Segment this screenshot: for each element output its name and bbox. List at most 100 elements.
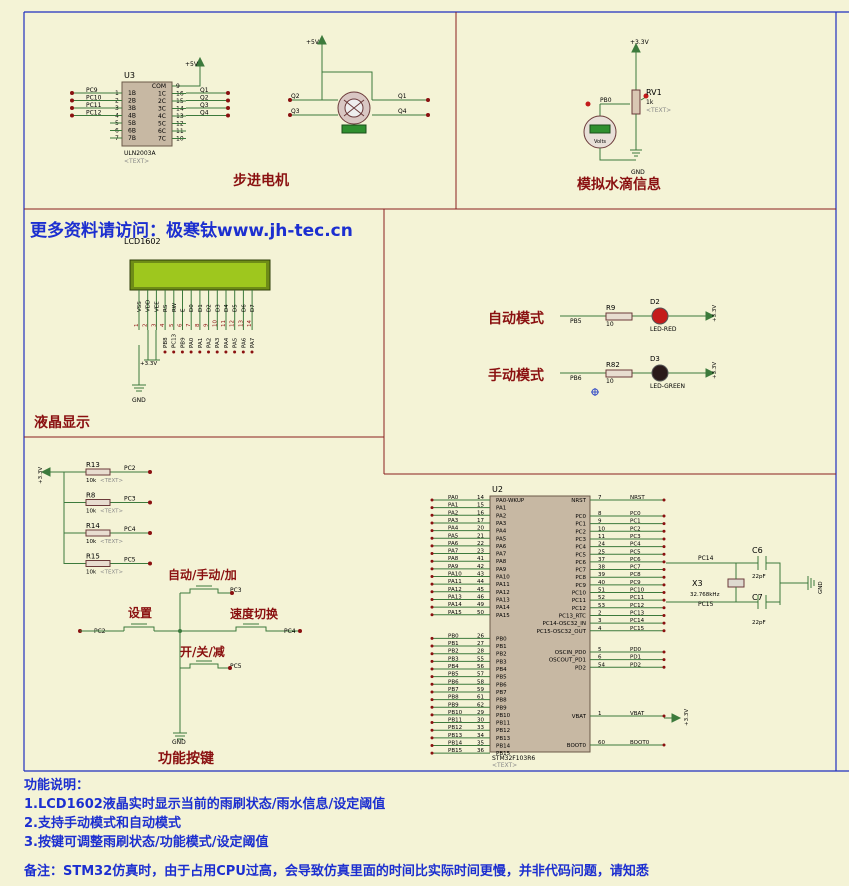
mcu-right-dot-PC15	[662, 629, 666, 633]
mcu-left-num-PA14: 49	[477, 602, 484, 608]
mcu-right-net-PC8: PC8	[630, 572, 641, 578]
mcu-right-net-PC0: PC0	[630, 511, 641, 517]
section-title-stepper: 步进电机	[233, 173, 289, 189]
mcu-left-pin-PB15: PB15	[496, 751, 511, 757]
uln-net-PC12: PC12	[86, 110, 102, 117]
mcu-right-num-OSCOUT_PD1: 6	[598, 655, 602, 661]
pullup-text-R8: <TEXT>	[100, 509, 123, 515]
mcu-right-pin-PC1: PC1	[575, 522, 586, 528]
pullup-text-R14: <TEXT>	[100, 539, 123, 545]
pullup-val-R15: 10k	[86, 570, 97, 576]
mcu-left-net-PA1: PA1	[448, 503, 458, 509]
mcu-left-dot-PA13	[430, 597, 434, 601]
mcu-left-pin-PA8: PA8	[496, 559, 507, 565]
motor-net-q4: Q4	[398, 108, 407, 115]
section-title-lcd: 液晶显示	[34, 415, 90, 431]
mcu-left-num-PA8: 41	[477, 556, 484, 562]
mcu-left-dot-PA14	[430, 605, 434, 609]
mcu-left-net-PB6: PB6	[448, 679, 459, 685]
mcu-left-net-PB11: PB11	[448, 718, 462, 724]
mcu-left-net-PB2: PB2	[448, 649, 459, 655]
mcu-left-pin-PA0-WKUP: PA0-WKUP	[496, 498, 525, 504]
mcu-left-dot-PA8	[430, 559, 434, 563]
mcu-left-num-PB4: 56	[477, 664, 484, 670]
mcu-left-net-PA8: PA8	[448, 556, 459, 562]
led-net-PB6: PB6	[570, 375, 582, 382]
rv1-vcc: +3.3V	[630, 39, 650, 46]
mcu-left-net-PA10: PA10	[448, 572, 462, 578]
pullup-dot-PC2	[148, 470, 152, 474]
uln-rnet-Q2: Q2	[200, 95, 209, 102]
banner-link[interactable]: 更多资料请访问：极寒钛www.jh-tec.cn	[30, 221, 353, 241]
lcd1602	[129, 259, 271, 291]
mcu-left-dot-PB14	[430, 744, 434, 747]
led-part-D2: LED-RED	[650, 326, 677, 333]
uln-pin-3B: 3B	[128, 105, 136, 112]
btn-net-pc3: PC3	[230, 587, 242, 594]
led-vcc-D3: +3.3V	[712, 362, 718, 379]
section-title-keys: 功能按键	[158, 751, 214, 767]
led-ref-D2: D2	[650, 298, 660, 306]
mcu-right-num-PC3: 11	[598, 534, 605, 540]
lcd-net-dot-PA7	[250, 350, 254, 354]
crystal-net-pc14: PC14	[698, 555, 714, 562]
mcu-left-net-PB8: PB8	[448, 695, 459, 701]
mcu-left-num-PB11: 30	[477, 718, 484, 724]
crystal-cap-c6: C6	[752, 546, 763, 555]
mcu-left-net-PB10: PB10	[448, 710, 463, 716]
mcu-left-num-PA6: 22	[477, 541, 484, 547]
mcu-left-net-PB9: PB9	[448, 702, 459, 708]
mcu-right-net-PC5: PC5	[630, 549, 641, 555]
voltmeter-label: Volts	[594, 139, 606, 145]
mcu-left-dot-PB7	[430, 690, 434, 694]
mcu-left-dot-PA11	[430, 582, 434, 586]
mcu-right-net-PC9: PC9	[630, 580, 641, 586]
pullup-ref-R15: R15	[86, 553, 100, 561]
mcu-left-pin-PA10: PA10	[496, 575, 510, 581]
mcu-left-pin-PA9: PA9	[496, 567, 507, 573]
mcu-left-num-PB8: 61	[477, 695, 484, 701]
mcu-right-dot-PC11	[662, 598, 666, 602]
pullup-net-PC2: PC2	[124, 465, 136, 472]
mcu-left-net-PA7: PA7	[448, 549, 459, 555]
mcu-left-pin-PB8: PB8	[496, 698, 507, 704]
mcu-left-dot-PA0	[430, 498, 434, 502]
rv1-net: PB0	[600, 97, 612, 104]
mcu-right-num-PC5: 25	[598, 549, 605, 555]
lcd-gnd-label: GND	[132, 397, 146, 404]
mcu-right-num-PC1: 9	[598, 519, 602, 525]
mcu-left-dot-PA2	[430, 513, 434, 517]
mcu-right-net-PC15: PC15	[630, 626, 645, 632]
mcu-left-dot-PB4	[430, 667, 434, 671]
lcd-num-RW: 5	[169, 323, 175, 327]
uln-rnet-dot-Q4	[226, 113, 230, 118]
mcu-left-net-PA0: PA0	[448, 495, 459, 501]
mcu-left-pin-PA1: PA1	[496, 506, 506, 512]
lcd-pin-VDD: VDD	[146, 300, 152, 312]
led-net-PB5: PB5	[570, 318, 582, 325]
mcu-left-net-PB3: PB3	[448, 656, 459, 662]
mcu-right-dot-PC1	[662, 522, 666, 526]
pullup-vcc: +3.3V	[38, 467, 44, 484]
lcd-pin-D3: D3	[215, 304, 221, 312]
uln-rnet-dot-Q1	[226, 91, 230, 95]
mcu-left-dot-PA12	[430, 590, 434, 594]
uln-rpin-2C: 2C	[158, 98, 166, 105]
lcd-num-D7: 14	[247, 320, 253, 327]
uln-rpin-4C: 4C	[158, 113, 166, 120]
pullup-val-R8: 10k	[86, 509, 97, 515]
mcu-left-pin-PB3: PB3	[496, 659, 507, 665]
mcu-left-dot-PB12	[430, 728, 434, 732]
uln2003-chip	[121, 81, 173, 147]
mcu-left-num-PA13: 46	[477, 594, 484, 600]
pullup-dot-PC5	[148, 561, 152, 566]
led-part-D3: LED-GREEN	[650, 383, 685, 390]
mcu-left-num-PB2: 28	[477, 649, 484, 655]
lcd-pin-E: E	[181, 308, 187, 312]
lcd-num-D0: 7	[186, 323, 192, 327]
mcu-right-num-PC6: 37	[598, 557, 605, 563]
mcu-left-dot-PB9	[430, 705, 434, 709]
pullup-val-R13: 10k	[86, 478, 97, 484]
lcd-num-E: 6	[178, 323, 184, 327]
mcu-right-num-PC9: 40	[598, 580, 605, 586]
